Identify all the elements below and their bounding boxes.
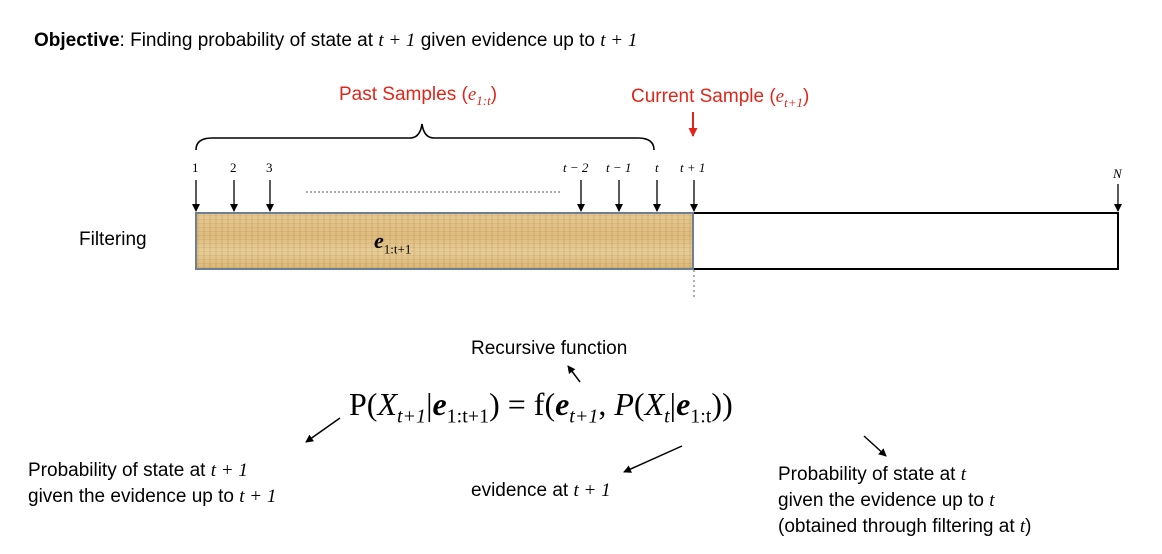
objective-text: Objective: Finding probability of state …	[34, 30, 637, 52]
right-desc-line3-end: )	[1025, 516, 1032, 537]
objective-bold: Objective	[34, 30, 120, 51]
eq-e2: e	[555, 386, 570, 422]
eq-bar2: |	[669, 386, 677, 422]
current-sample-close: )	[803, 86, 810, 107]
right-annotation-arrow	[863, 435, 887, 457]
past-samples-sub: 1:t	[476, 92, 491, 108]
eq-comma: ,	[598, 386, 615, 422]
past-samples-symbol: e	[467, 84, 477, 105]
tick-label-t: t	[655, 160, 659, 175]
past-samples-text: Past Samples (	[339, 84, 468, 105]
eq-p-open: P(	[349, 386, 378, 422]
eq-e3-sub: 1:t	[690, 405, 712, 428]
tick-label-1: 1	[192, 160, 199, 175]
left-desc-line2-text: given the evidence up to	[28, 486, 240, 507]
middle-annotation-arrow	[623, 445, 683, 473]
objective-part1: : Finding probability of state at	[119, 30, 379, 51]
eq-equals: =	[499, 386, 534, 422]
right-desc-line1-text: Probability of state at	[778, 464, 961, 485]
eq-close2: ))	[711, 386, 733, 422]
right-desc-line1-math: t	[960, 464, 966, 485]
eq-e2-sub: t+1	[569, 405, 599, 428]
left-desc-line2-math: t + 1	[239, 486, 277, 507]
eq-e: e	[432, 386, 447, 422]
filtering-equation: P(Xt+1|e1:t+1) = f(et+1, P(Xt|e1:t))	[349, 386, 733, 428]
past-samples-close: )	[490, 84, 498, 105]
right-desc-line2: given the evidence up to t	[778, 488, 1032, 514]
past-samples-brace	[195, 123, 655, 151]
middle-desc-math: t + 1	[573, 480, 611, 501]
current-sample-sub: t+1	[784, 94, 803, 110]
eq-x-sub: t+1	[397, 405, 427, 428]
past-samples-label: Past Samples (e1:t)	[339, 84, 497, 109]
eq-x2: X	[644, 386, 665, 422]
left-desc-line2: given the evidence up to t + 1	[28, 484, 276, 510]
eq-bar: |	[426, 386, 433, 422]
current-sample-label: Current Sample (et+1)	[631, 86, 809, 111]
recursive-function-arrow	[567, 365, 581, 383]
bar-evidence-label: e1:t+1	[374, 228, 411, 257]
right-desc-line3: (obtained through filtering at t)	[778, 514, 1032, 540]
objective-math2: t + 1	[600, 30, 638, 51]
eq-p2: P	[614, 386, 634, 422]
eq-f-open: f(	[533, 386, 556, 422]
current-sample-symbol: e	[775, 86, 785, 107]
bar-evidence-sub: 1:t+1	[383, 241, 412, 257]
right-desc-line2-text: given the evidence up to	[778, 490, 990, 511]
evidence-bar-filled	[195, 212, 694, 270]
recursive-function-label: Recursive function	[471, 338, 628, 359]
right-desc-line2-math: t	[989, 490, 995, 511]
current-sample-text: Current Sample (	[631, 86, 776, 107]
middle-desc-text: evidence at	[471, 480, 574, 501]
tick-label-2: 2	[230, 160, 237, 175]
eq-x2-sub: t	[664, 405, 670, 428]
tick-label-t-minus-1: t − 1	[606, 160, 632, 175]
left-desc-line1-text: Probability of state at	[28, 460, 211, 481]
tick-label-3: 3	[266, 160, 273, 175]
eq-e-sub: 1:t+1	[446, 405, 490, 428]
right-desc-line3-math: t	[1019, 516, 1026, 537]
eq-x: X	[377, 386, 397, 422]
left-description: Probability of state at t + 1 given the …	[28, 458, 276, 510]
tick-label-t-minus-2: t − 2	[563, 160, 589, 175]
left-annotation-arrow	[305, 417, 341, 443]
tick-label-t-plus-1: t + 1	[680, 160, 706, 175]
left-desc-line1: Probability of state at t + 1	[28, 458, 276, 484]
eq-close: )	[489, 386, 500, 422]
eq-e3: e	[676, 386, 691, 422]
filtering-label: Filtering	[79, 229, 147, 250]
objective-part2: given evidence up to	[415, 30, 601, 51]
eq-open2: (	[633, 386, 645, 422]
future-bar-empty	[694, 212, 1119, 270]
bar-evidence-symbol: e	[374, 228, 384, 253]
left-desc-line1-math: t + 1	[210, 460, 248, 481]
objective-math1: t + 1	[378, 30, 416, 51]
right-desc-line1: Probability of state at t	[778, 462, 1032, 488]
right-description: Probability of state at t given the evid…	[778, 462, 1032, 540]
middle-description: evidence at t + 1	[471, 478, 611, 504]
tick-label-N: N	[1113, 166, 1122, 181]
right-desc-line3-text: (obtained through filtering at	[778, 516, 1020, 537]
